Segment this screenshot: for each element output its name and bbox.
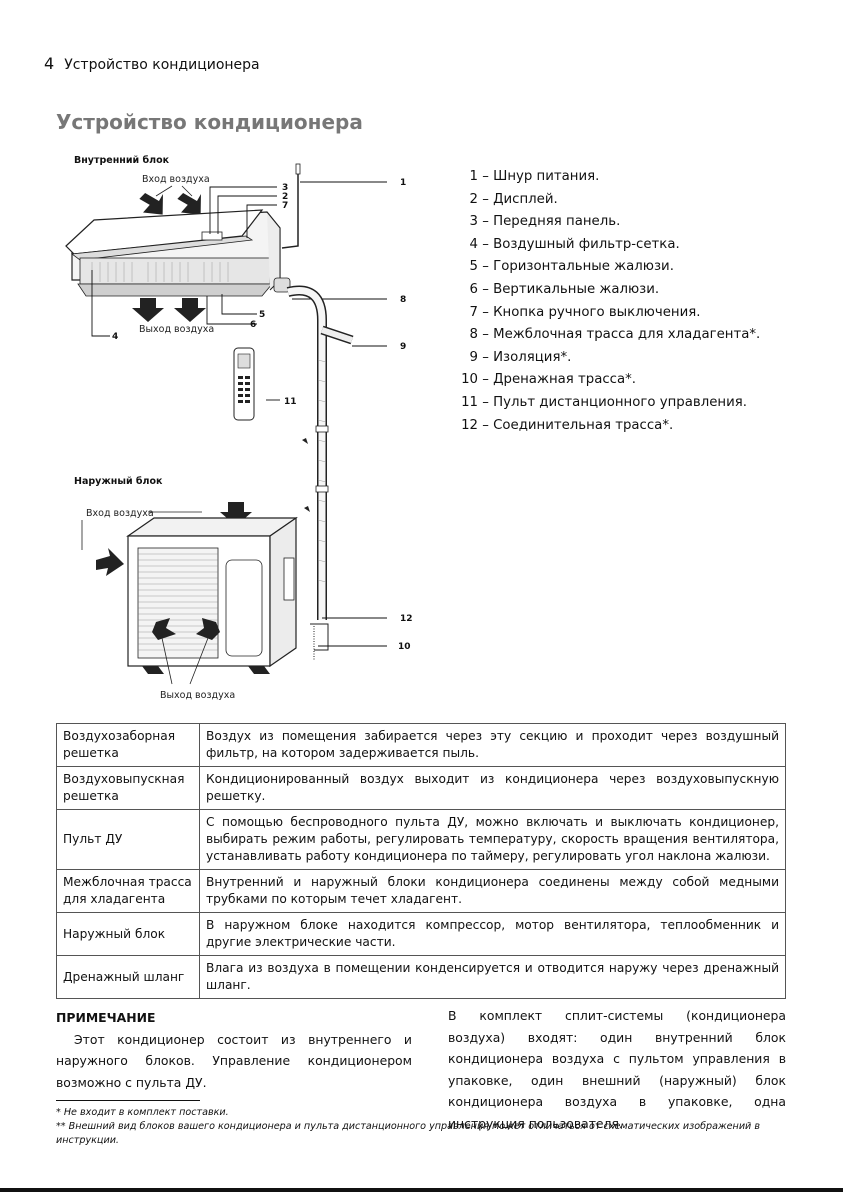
callout-12: 12: [400, 614, 413, 624]
table-key: Межблочная трасса для хладагента: [56, 869, 200, 913]
outdoor-unit: [126, 516, 298, 674]
table-value: Воздух из помещения забирается через эту…: [199, 723, 786, 767]
outdoor-leaders: [318, 617, 387, 647]
bottom-rule: [0, 1188, 843, 1192]
parts-list: 1 – Шнур питания. 2 – Дисплей. 3 – Перед…: [440, 166, 800, 437]
air-conditioner-diagram: Внутренний блок Вход воздуха: [52, 150, 422, 710]
table-row: Межблочная трасса для хладагента Внутрен…: [56, 869, 786, 913]
table-key: Дренажный шланг: [56, 955, 200, 999]
part-item: 8 – Межблочная трасса для хладагента*.: [469, 327, 761, 343]
indoor-air-out-arrows: [132, 298, 206, 322]
table-row: Воздуховыпускная решетка Кондиционирован…: [56, 766, 786, 810]
table-value: С помощью беспроводного пульта ДУ, можно…: [199, 809, 786, 870]
table-key: Воздуховыпускная решетка: [56, 766, 200, 810]
part-item: 6 – Вертикальные жалюзи.: [469, 281, 660, 297]
callout-6: 6: [250, 320, 256, 330]
callout-11: 11: [284, 397, 297, 407]
indoor-air-in-label: Вход воздуха: [142, 174, 210, 185]
package-contents: В комплект сплит-системы (кондиционера в…: [448, 1008, 786, 1131]
remote-control: [233, 347, 255, 421]
footnote-2: ** Внешний вид блоков вашего кондиционер…: [56, 1121, 760, 1146]
outdoor-air-in-label: Вход воздуха: [86, 508, 154, 519]
indoor-unit: [65, 209, 291, 297]
table-value: В наружном блоке находится компрессор, м…: [199, 912, 786, 956]
part-item: 7 – Кнопка ручного выключения.: [469, 304, 701, 320]
callout-8: 8: [400, 295, 406, 305]
indoor-leaders: [91, 181, 387, 401]
note-body: Этот кондиционер состоит из внутреннего …: [56, 1031, 412, 1090]
table-value: Кондиционированный воздух выходит из кон…: [199, 766, 786, 810]
table-row: Наружный блок В наружном блоке находится…: [56, 912, 786, 956]
table-value: Влага из воздуха в помещении конденсируе…: [199, 955, 786, 999]
table-key: Наружный блок: [56, 912, 200, 956]
part-item: 1 – Шнур питания.: [469, 169, 600, 184]
note-title: ПРИМЕЧАНИЕ: [56, 1010, 156, 1025]
part-item: 4 – Воздушный фильтр-сетка.: [469, 236, 680, 252]
part-item: 9 – Изоляция*.: [469, 349, 572, 365]
component-table: Воздухозаборная решетка Воздух из помеще…: [56, 723, 786, 999]
callout-1: 1: [400, 178, 406, 188]
callout-5: 5: [259, 310, 265, 320]
indoor-air-in-arrows: [139, 185, 201, 215]
note-block: ПРИМЕЧАНИЕ Этот кондиционер состоит из в…: [56, 1007, 412, 1093]
indoor-title: Внутренний блок: [74, 155, 170, 166]
diagram-svg: Внутренний блок Вход воздуха: [65, 155, 413, 701]
footnote-1: * Не входит в комплект поставки.: [56, 1107, 229, 1118]
outdoor-air-in-arrows: [96, 502, 252, 576]
table-key: Воздухозаборная решетка: [56, 723, 200, 767]
callout-7: 7: [282, 201, 288, 211]
table-row: Дренажный шланг Влага из воздуха в помещ…: [56, 955, 786, 999]
table-key: Пульт ДУ: [56, 809, 200, 870]
page-title: Устройство кондиционера: [56, 110, 363, 134]
page-number: 4: [44, 54, 55, 73]
outdoor-title: Наружный блок: [74, 476, 163, 487]
table-value: Внутренний и наружный блоки кондиционера…: [199, 869, 786, 913]
part-item: 10 – Дренажная трасса*.: [461, 372, 636, 388]
power-cord: [281, 164, 299, 249]
footnotes: * Не входит в комплект поставки. ** Внеш…: [56, 1106, 786, 1148]
table-row: Пульт ДУ С помощью беспроводного пульта …: [56, 809, 786, 870]
part-item: 12 – Соединительная трасса*.: [461, 417, 674, 433]
callout-3: 3: [282, 183, 288, 193]
part-item: 3 – Передняя панель.: [469, 214, 621, 230]
callout-9: 9: [400, 342, 406, 352]
part-item: 2 – Дисплей.: [469, 191, 558, 207]
table-row: Воздухозаборная решетка Воздух из помеще…: [56, 723, 786, 767]
footnote-rule: [56, 1100, 200, 1101]
callout-10: 10: [398, 642, 411, 652]
outdoor-air-out-label: Выход воздуха: [160, 690, 235, 701]
part-item: 11 – Пульт дистанционного управления.: [461, 394, 747, 410]
part-item: 5 – Горизонтальные жалюзи.: [469, 259, 674, 275]
piping: [286, 285, 354, 660]
outdoor-air-out-arrows: [152, 618, 220, 685]
indoor-air-out-label: Выход воздуха: [139, 324, 214, 335]
callout-2: 2: [282, 192, 288, 202]
callout-4: 4: [112, 332, 118, 342]
running-header-title: Устройство кондиционера: [64, 57, 260, 73]
running-header: 4 Устройство кондиционера: [44, 54, 260, 73]
